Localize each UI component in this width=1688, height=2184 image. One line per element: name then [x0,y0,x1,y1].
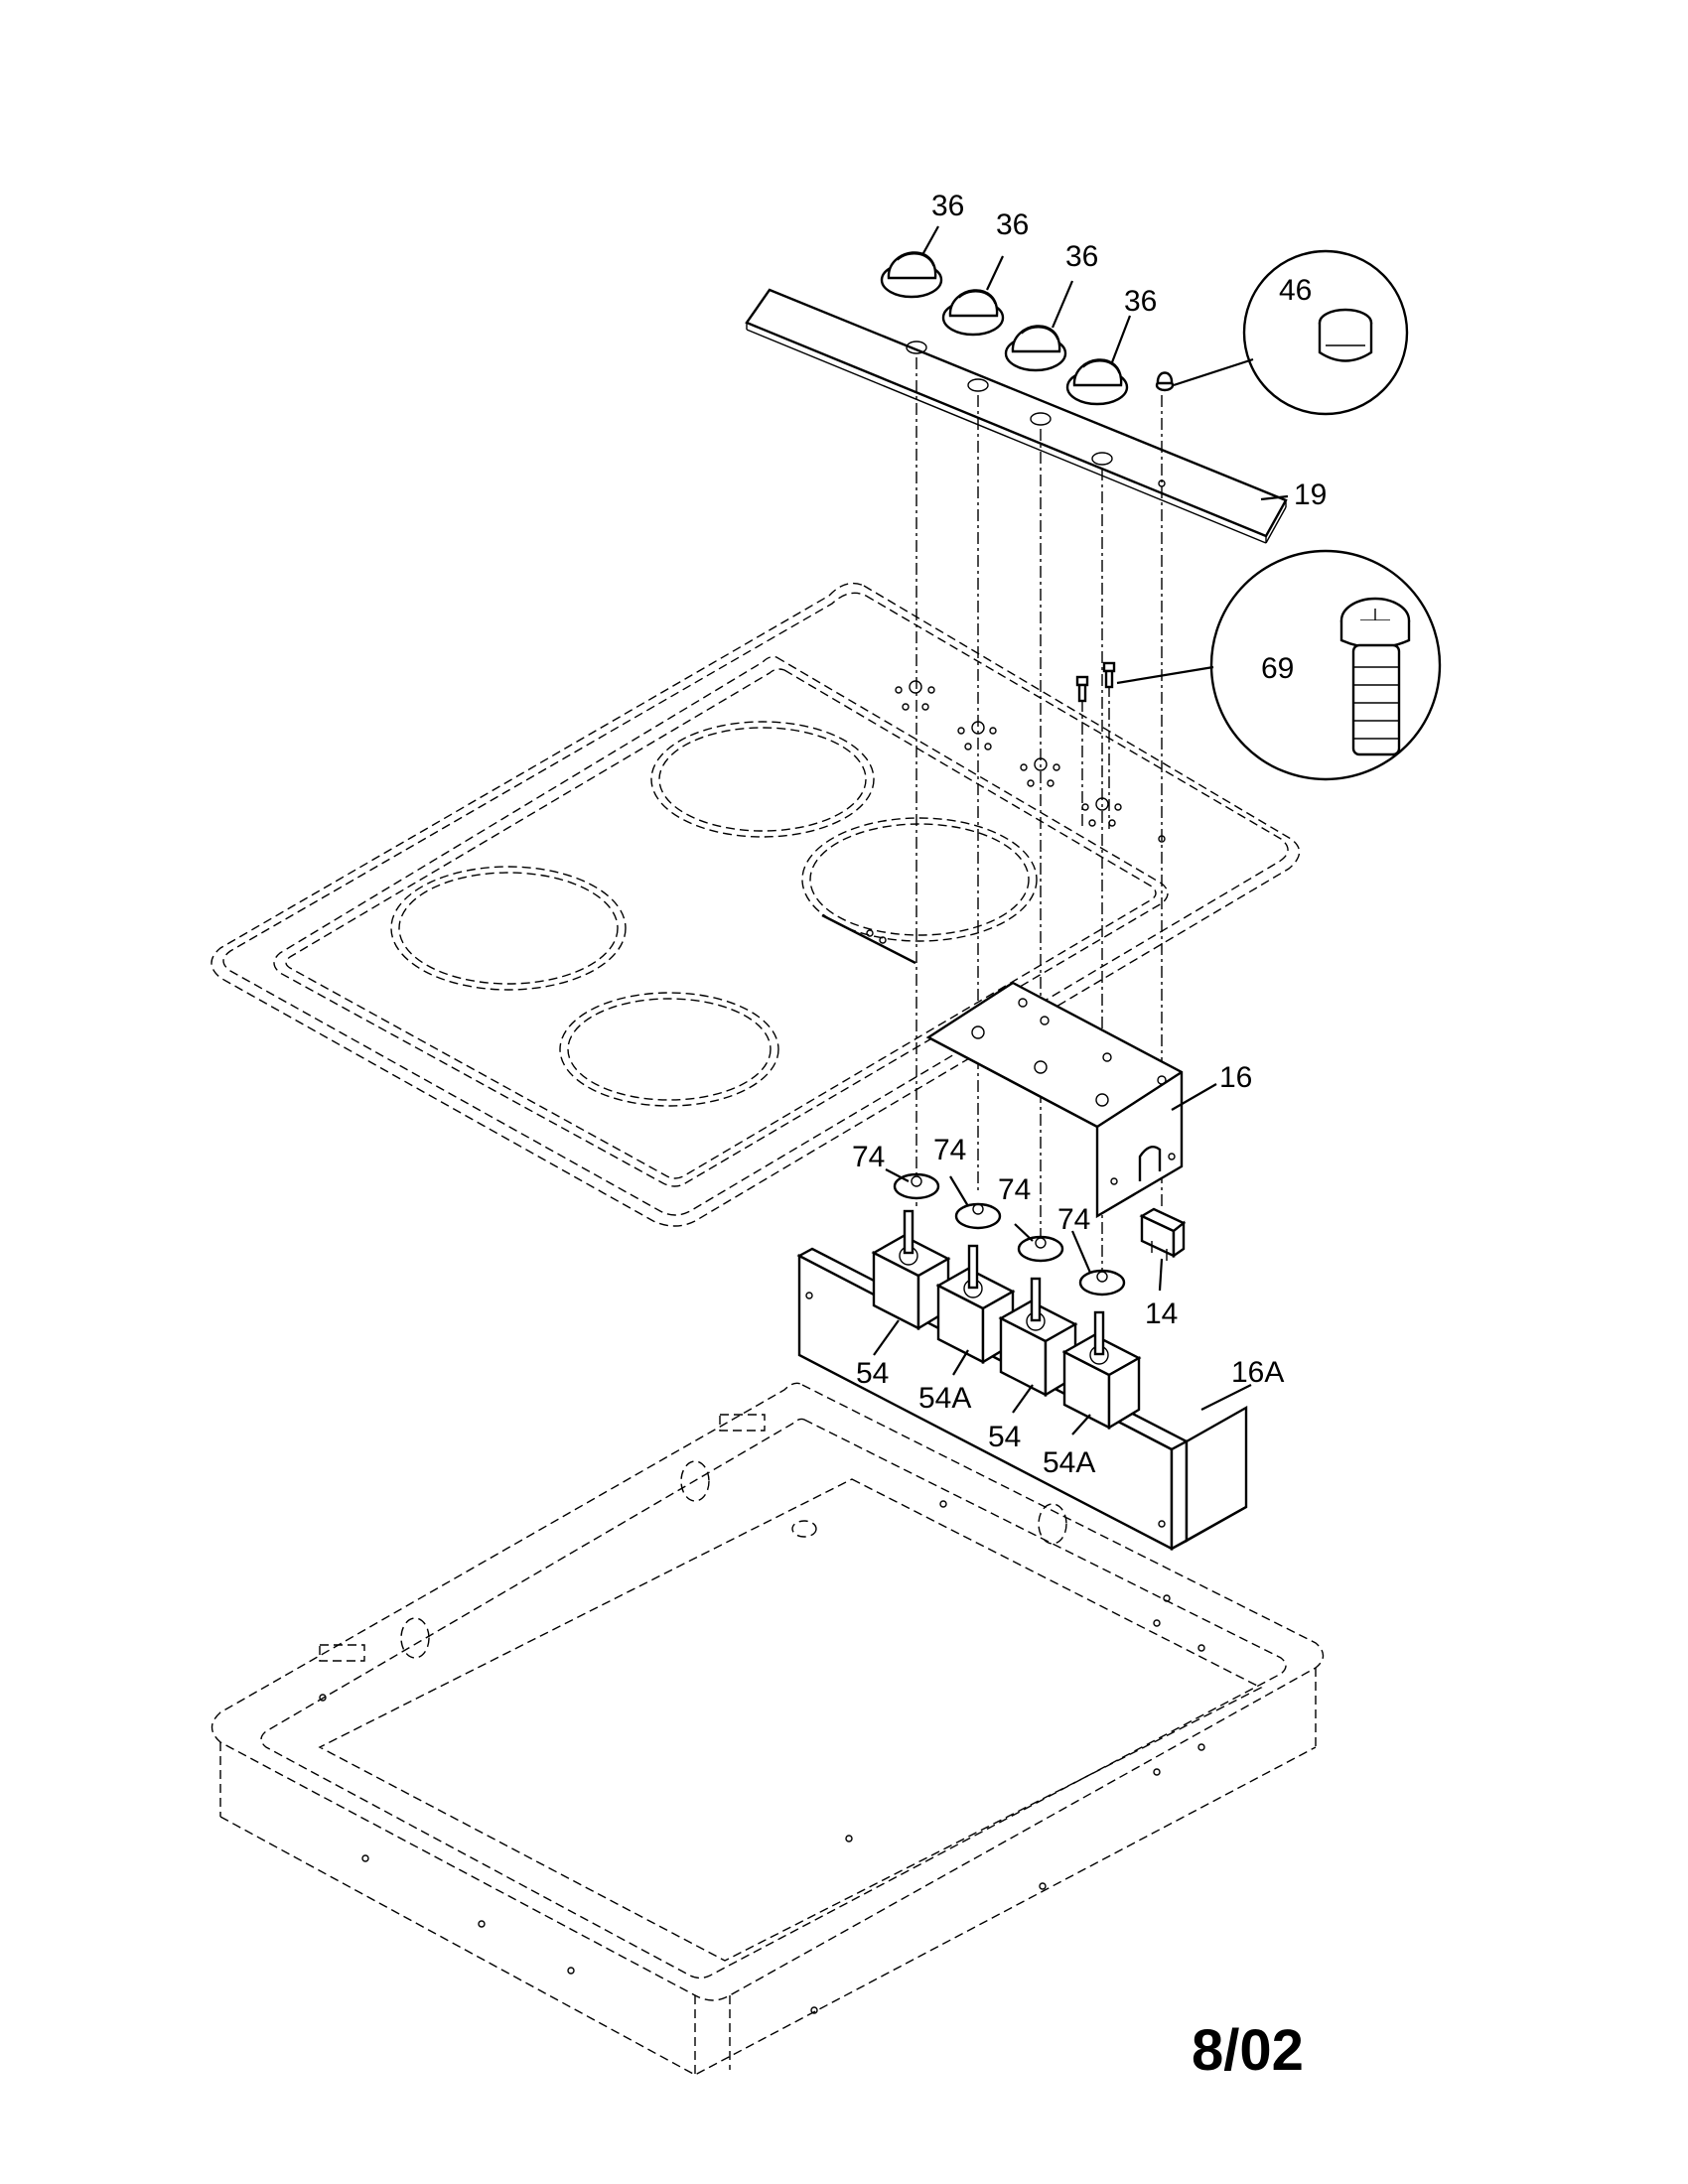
switch-box [925,981,1184,1219]
label-box: 16 [1219,1061,1252,1094]
knob-a [880,251,943,299]
revision-date: 8/02 [1192,2018,1304,2083]
label-screw: 69 [1261,652,1294,685]
ring-d [1078,1269,1126,1297]
label-switch: 14 [1145,1297,1178,1330]
label-sw-b: 54A [918,1382,971,1415]
label-knob-d: 36 [1124,285,1157,318]
leader-lines [873,225,1289,1435]
label-sw-d: 54A [1043,1446,1095,1479]
knob-c [1004,325,1067,372]
screw-b [1102,661,1116,689]
label-knob-c: 36 [1065,240,1098,273]
small-button [1155,371,1175,392]
knob-b [941,289,1005,337]
label-ring-c: 74 [998,1173,1031,1206]
label-ring-d: 74 [1057,1203,1090,1236]
label-ring-b: 74 [933,1134,966,1166]
label-button: 46 [1279,274,1312,307]
label-knob-a: 36 [931,190,964,222]
control-panel [745,288,1288,544]
label-sw-a: 54 [856,1357,889,1390]
switch-54-a [871,1209,951,1331]
switch-54a-b [1061,1310,1142,1431]
label-knob-b: 36 [996,208,1029,241]
label-sw-c: 54 [988,1421,1021,1453]
label-bracket: 16A [1231,1356,1284,1389]
bottom-tray [211,1382,1325,2076]
small-switch [1139,1207,1187,1261]
label-ring-a: 74 [852,1141,885,1173]
ring-c [1017,1235,1064,1263]
detail-circle-button [1173,249,1409,416]
screw-a [1075,675,1089,703]
detail-circle-screw [1116,549,1442,781]
part-labels: 36 36 36 36 46 19 69 16 74 74 74 74 14 1… [852,190,1327,1479]
cooktop-glass [211,582,1301,1227]
knob-d [1065,358,1129,406]
ring-b [954,1202,1002,1230]
label-panel: 19 [1294,478,1327,511]
